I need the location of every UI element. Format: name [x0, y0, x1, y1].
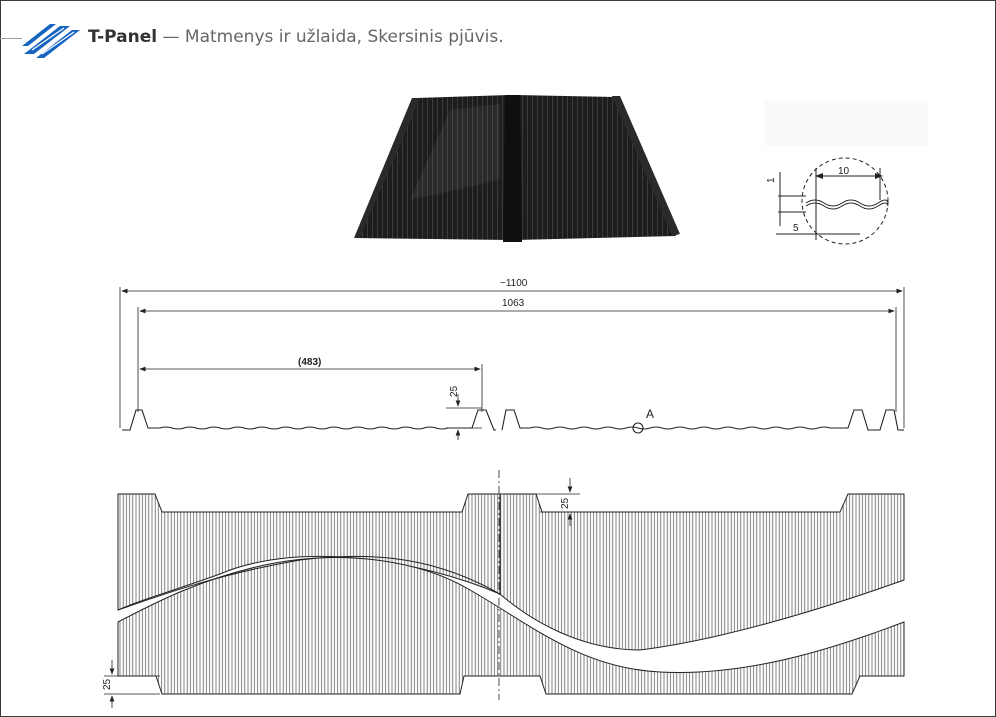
overlap-dim-bottom: 25: [102, 678, 113, 690]
header-rule: [0, 38, 22, 39]
dim-half-width: (483): [298, 357, 321, 368]
dim-rib-height: 25: [449, 385, 460, 397]
detail-dim-5: 5: [793, 223, 799, 234]
overlap-illustration: [104, 470, 905, 708]
cross-section-dimensions: [119, 287, 905, 440]
detail-marker-a: A: [646, 407, 654, 421]
cross-section-profile: [122, 409, 904, 434]
page-title: T-Panel — Matmenys ir užlaida, Skersinis…: [88, 27, 504, 47]
title-separator: —: [162, 27, 180, 47]
t-panel-logo-icon: [22, 24, 80, 58]
dim-overall-width: ~1100: [500, 278, 528, 289]
blank-label-area: [764, 100, 928, 146]
brand-name: T-Panel: [88, 27, 158, 47]
panel-product-image: [354, 95, 680, 242]
detail-dim-1: 1: [766, 177, 777, 183]
overlap-dim-top: 25: [560, 497, 571, 509]
detail-dim-10: 10: [838, 166, 850, 177]
dim-cover-width: 1063: [502, 298, 525, 309]
detail-a-view: [776, 157, 889, 245]
title-subtitle: Matmenys ir užlaida, Skersinis pjūvis.: [184, 27, 504, 47]
